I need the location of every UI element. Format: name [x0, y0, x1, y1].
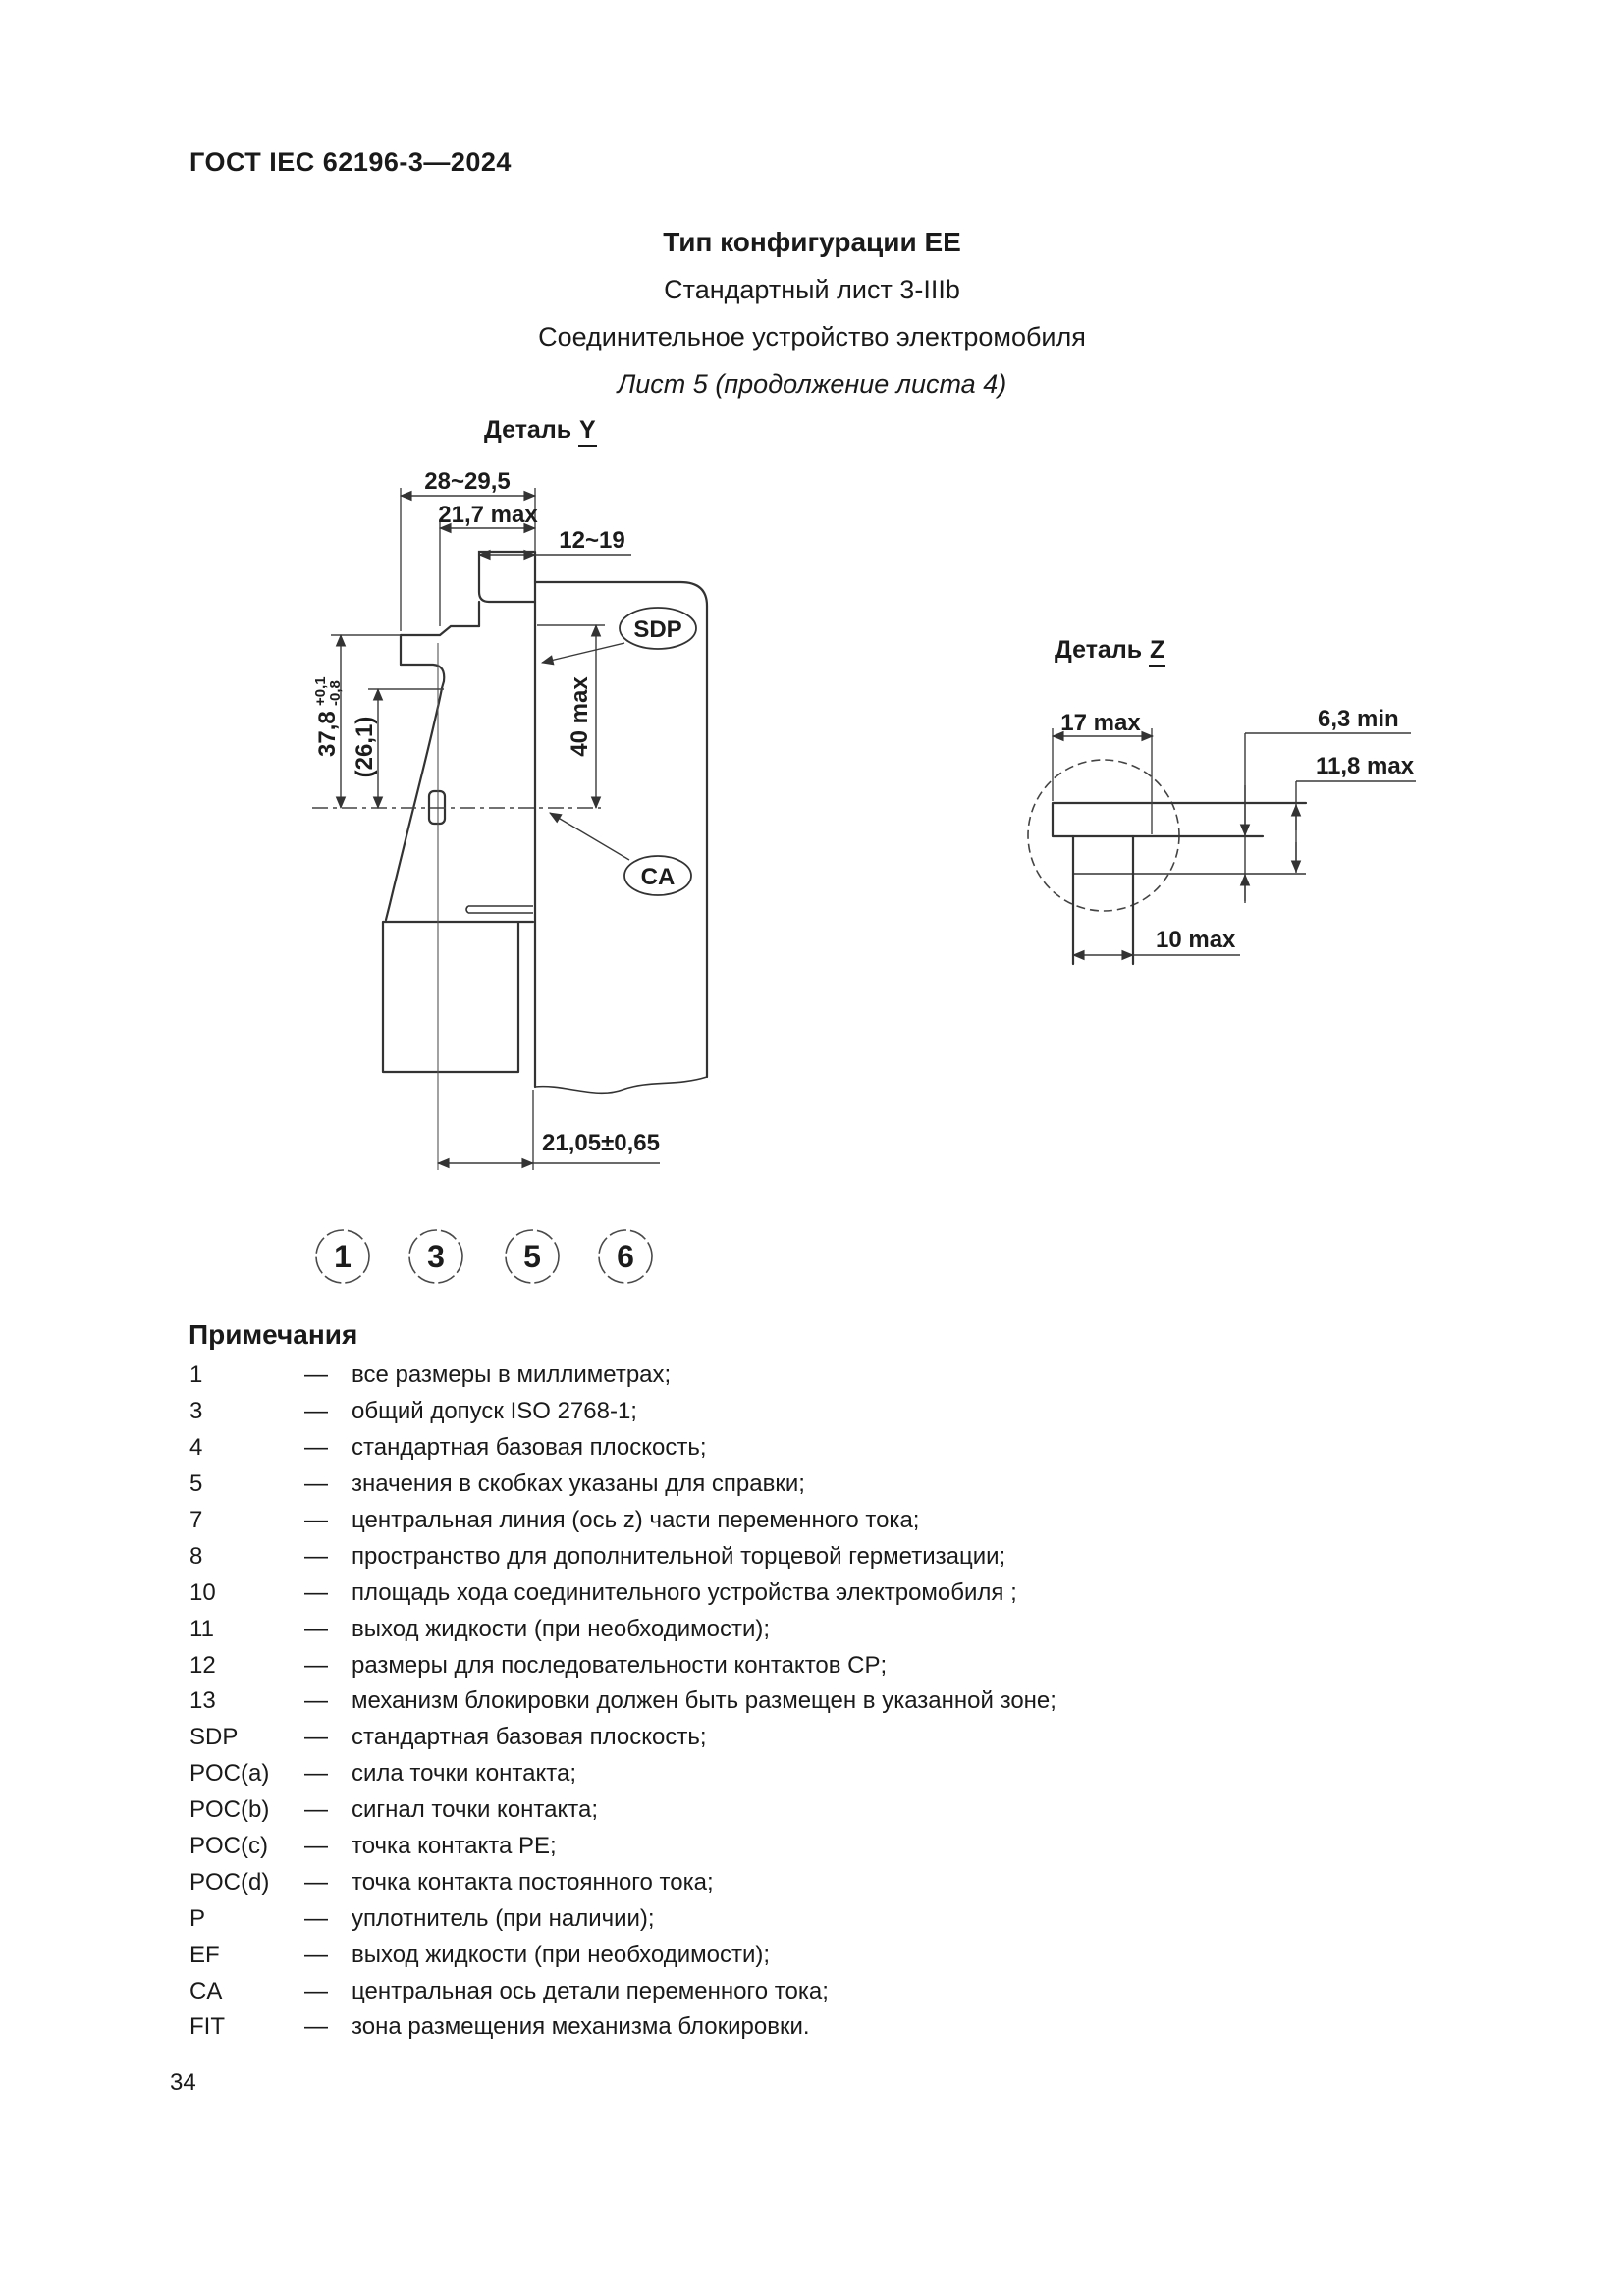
dim-tol-plus: +0,1 — [312, 676, 329, 706]
latch-slot — [465, 905, 533, 914]
dim-height: 40 max — [567, 676, 593, 757]
extension-lines — [331, 488, 605, 1170]
dim-gap-min: 6,3 min — [1318, 706, 1399, 732]
note-row: 5—значения в скобках указаны для справки… — [189, 1470, 805, 1498]
note-row: 1—все размеры в миллиметрах; — [189, 1362, 672, 1389]
ca-label: CA — [641, 864, 676, 890]
notes-heading: Примечания — [189, 1319, 358, 1350]
note-row: P—уплотнитель (при наличии); — [189, 1904, 655, 1932]
dim-stem-width: 10 max — [1156, 927, 1236, 953]
note-row: FIT—зона размещения механизма блокировки… — [189, 2013, 810, 2041]
dim-depth-main: 37,8 — [314, 711, 341, 757]
dim-tol-minus: -0,8 — [327, 680, 344, 706]
note-row: CA—центральная ось детали переменного то… — [189, 1977, 829, 2004]
flange-top — [399, 624, 481, 637]
top-tab — [477, 550, 537, 604]
detail-z-letter: Z — [1149, 636, 1166, 667]
detail-y-drawing: 28~29,5 21,7 max 12~19 40 max 37,8 +0,1 … — [312, 468, 709, 1170]
sdp-callout: SDP — [540, 607, 697, 666]
note-row: SDP—стандартная базовая плоскость; — [189, 1724, 707, 1751]
note-row: 12—размеры для последовательности контак… — [189, 1651, 888, 1679]
note-callout-6: 6 — [617, 1239, 634, 1274]
detail-z-drawing: 17 max 6,3 min 11,8 max 10 max — [1027, 706, 1416, 966]
dimension-lines-z — [1051, 730, 1416, 961]
detail-y-letter: Y — [578, 416, 597, 447]
note-row: 7—центральная линия (ось z) части переме… — [189, 1507, 920, 1533]
dim-tab-range: 12~19 — [559, 527, 624, 554]
note-callout-5: 5 — [523, 1239, 541, 1274]
note-number-callouts: 1 3 5 6 — [315, 1229, 653, 1284]
dim-offset: 21,05±0,65 — [542, 1130, 660, 1156]
document-header: ГОСТ IEC 62196-3—2024 — [189, 147, 512, 177]
dim-depth-ref: (26,1) — [352, 717, 378, 778]
z-extension-lines — [1052, 728, 1153, 834]
dim-bar-width: 17 max — [1060, 710, 1141, 736]
note-callout-1: 1 — [334, 1239, 352, 1274]
title-device: Соединительное устройство электромобиля — [538, 322, 1086, 351]
z-stem — [1071, 834, 1135, 966]
note-row: 8—пространство для дополнительной торцев… — [189, 1542, 1006, 1570]
note-row: POC(c)—точка контакта PE; — [189, 1833, 557, 1860]
ca-callout: CA — [549, 812, 692, 896]
cylinder — [381, 920, 535, 1074]
panel-break-line — [534, 1076, 708, 1095]
page-number: 34 — [170, 2069, 196, 2096]
title-sheet-number: Лист 5 (продолжение листа 4) — [617, 369, 1007, 399]
note-row: 10—площадь хода соединительного устройст… — [189, 1578, 1017, 1606]
sdp-label: SDP — [633, 616, 681, 643]
note-row: POC(d)—точка контакта постоянного тока; — [189, 1868, 714, 1896]
detail-y-label: Деталь Y — [484, 416, 597, 447]
dimension-lines-y — [335, 490, 660, 1169]
notes-list: 1—все размеры в миллиметрах; 3—общий доп… — [189, 1358, 1417, 2046]
note-row: POC(b)—сигнал точки контакта; — [189, 1796, 599, 1824]
flange-bottom — [399, 663, 446, 690]
dim-flange-width: 21,7 max — [438, 502, 538, 528]
note-row: 3—общий допуск ISO 2768-1; — [189, 1398, 637, 1425]
note-row: 13—механизм блокировки должен быть разме… — [189, 1687, 1056, 1715]
title-configuration-type: Тип конфигурации ЕЕ — [663, 227, 961, 257]
panel-outline — [533, 580, 709, 1079]
note-row: EF—выход жидкости (при необходимости); — [189, 1941, 771, 1968]
z-bar — [1051, 801, 1308, 838]
title-standard-sheet: Стандартный лист 3-IIIb — [664, 275, 960, 304]
dim-depth-max: 11,8 max — [1316, 753, 1415, 779]
dim-width-range: 28~29,5 — [424, 468, 510, 495]
detail-z-label: Деталь Z — [1055, 636, 1166, 667]
note-row: 11—выход жидкости (при необходимости); — [189, 1615, 771, 1642]
note-row: 4—стандартная базовая плоскость; — [189, 1434, 707, 1462]
note-row: POC(a)—сила точки контакта; — [189, 1760, 576, 1788]
note-callout-3: 3 — [427, 1239, 445, 1274]
